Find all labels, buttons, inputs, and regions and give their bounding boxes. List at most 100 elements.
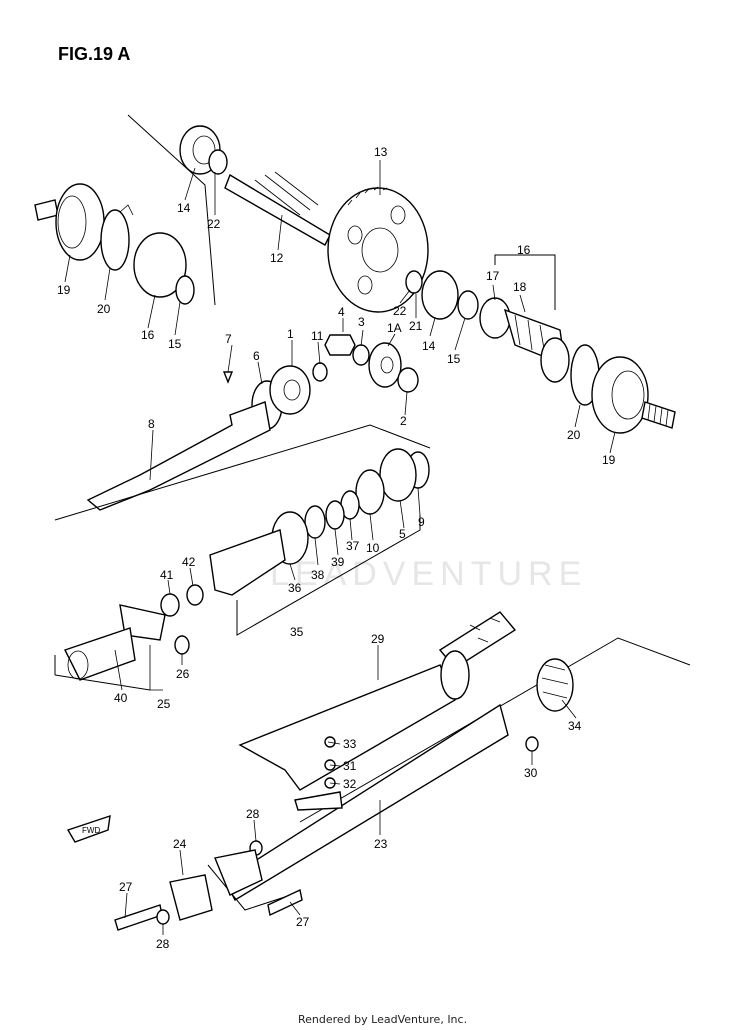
label-1A: 1A bbox=[387, 321, 402, 335]
cv-cup-19 bbox=[55, 183, 105, 261]
label-20-left: 20 bbox=[97, 302, 111, 316]
label-16-right: 16 bbox=[517, 243, 531, 257]
label-25: 25 bbox=[157, 697, 171, 711]
label-40: 40 bbox=[114, 691, 128, 705]
ring-15-right bbox=[457, 290, 479, 320]
cv-cup-19-right bbox=[591, 356, 649, 434]
threaded-end-19 bbox=[34, 199, 59, 221]
label-12: 12 bbox=[270, 251, 284, 265]
label-14-right: 14 bbox=[422, 339, 436, 353]
bolt-27-left bbox=[114, 904, 163, 931]
gear-1-shaft-8 bbox=[86, 362, 328, 511]
ring-39 bbox=[325, 500, 345, 530]
fwd-arrow: FWD bbox=[66, 814, 111, 843]
ring-22-right bbox=[405, 270, 423, 294]
bolt-30 bbox=[525, 736, 539, 752]
label-9: 9 bbox=[418, 515, 425, 529]
top-left-group bbox=[34, 114, 331, 306]
label-22-right: 22 bbox=[393, 304, 407, 318]
yoke-16 bbox=[540, 337, 570, 383]
credit-text: Rendered by LeadVenture, Inc. bbox=[298, 1013, 467, 1026]
label-39: 39 bbox=[331, 555, 345, 569]
cross-25 bbox=[119, 604, 166, 641]
label-19-left: 19 bbox=[57, 283, 71, 297]
flange-24b bbox=[169, 874, 213, 921]
bolt-27-right bbox=[267, 888, 303, 917]
shaft-8 bbox=[86, 401, 271, 511]
label-37: 37 bbox=[346, 539, 360, 553]
bracket-23 bbox=[294, 791, 343, 811]
washer-42 bbox=[186, 584, 204, 606]
part-labels: 13 14 22 12 19 20 16 15 16 17 18 4 3 1A … bbox=[57, 145, 616, 951]
ujoint-bracket bbox=[54, 655, 151, 691]
right-assembly-16 bbox=[405, 254, 676, 434]
label-38: 38 bbox=[311, 568, 325, 582]
label-1: 1 bbox=[287, 327, 294, 341]
label-23: 23 bbox=[374, 837, 388, 851]
flange-24a bbox=[214, 849, 263, 896]
label-2: 2 bbox=[400, 414, 407, 428]
leader-lines bbox=[64, 160, 616, 935]
label-15-right: 15 bbox=[447, 352, 461, 366]
label-17: 17 bbox=[486, 269, 500, 283]
label-13: 13 bbox=[374, 145, 388, 159]
spring-20 bbox=[100, 209, 130, 271]
washer-2 bbox=[397, 367, 419, 393]
seal-5 bbox=[379, 448, 417, 502]
label-4: 4 bbox=[338, 305, 345, 319]
clip-7 bbox=[222, 371, 234, 384]
label-16-left: 16 bbox=[141, 328, 155, 342]
group-35 bbox=[54, 424, 431, 636]
gear-1 bbox=[269, 365, 311, 415]
label-41: 41 bbox=[160, 568, 174, 582]
figure-title: FIG.19 A bbox=[58, 44, 130, 64]
shaft-12 bbox=[224, 173, 331, 246]
cover-23-top bbox=[238, 664, 456, 791]
joint-16 bbox=[133, 232, 187, 298]
shaft-cover-group bbox=[224, 611, 691, 901]
label-7: 7 bbox=[225, 332, 232, 346]
clip-26 bbox=[174, 635, 190, 655]
threaded-end-19-right bbox=[641, 401, 676, 429]
label-11: 11 bbox=[311, 329, 324, 343]
ring-15 bbox=[175, 275, 195, 305]
label-22-top: 22 bbox=[207, 217, 221, 231]
boot-34 bbox=[536, 658, 574, 712]
label-33: 33 bbox=[343, 737, 357, 751]
bracket-16 bbox=[494, 254, 556, 310]
label-14-top: 14 bbox=[177, 201, 191, 215]
ujoint-group bbox=[54, 584, 204, 691]
bearing-14-right bbox=[421, 270, 459, 320]
nut-28-bottom bbox=[156, 909, 170, 925]
label-21: 21 bbox=[409, 319, 423, 333]
washer-3 bbox=[352, 344, 370, 366]
label-42: 42 bbox=[182, 555, 196, 569]
label-10: 10 bbox=[366, 541, 380, 555]
label-20-right: 20 bbox=[567, 428, 581, 442]
label-15-left: 15 bbox=[168, 337, 182, 351]
cover-outline bbox=[299, 637, 691, 823]
label-36: 36 bbox=[288, 581, 302, 595]
yoke-40 bbox=[64, 627, 136, 681]
label-5: 5 bbox=[399, 527, 406, 541]
pinion-group bbox=[324, 334, 419, 393]
label-6: 6 bbox=[253, 349, 260, 363]
bearing-10 bbox=[355, 469, 385, 515]
label-3: 3 bbox=[358, 315, 365, 329]
yoke-35 bbox=[209, 529, 286, 596]
label-8: 8 bbox=[148, 417, 155, 431]
label-28-bottom: 28 bbox=[156, 937, 170, 951]
label-32: 32 bbox=[343, 777, 357, 791]
cup-17 bbox=[479, 297, 511, 339]
ring-gear-13 bbox=[327, 186, 429, 313]
bracket-35 bbox=[236, 515, 421, 636]
nut-4 bbox=[324, 334, 356, 356]
label-26: 26 bbox=[176, 667, 190, 681]
label-30: 30 bbox=[524, 766, 538, 780]
label-34: 34 bbox=[568, 719, 582, 733]
label-31: 31 bbox=[343, 759, 357, 773]
label-18: 18 bbox=[513, 280, 527, 294]
label-27-left: 27 bbox=[119, 880, 133, 894]
